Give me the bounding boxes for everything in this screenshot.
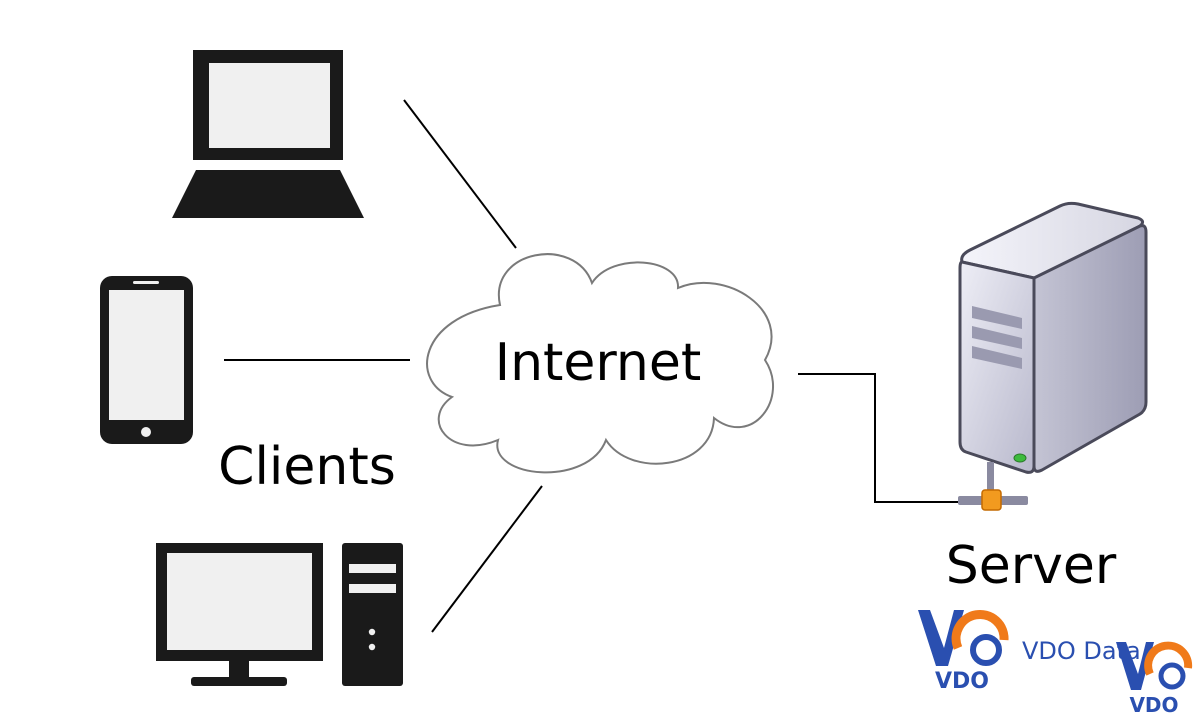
cloud-icon (426, 253, 775, 474)
link-internet-server (798, 373, 960, 503)
network-connector-icon (958, 462, 1028, 511)
vdo-logo-icon: VDO (918, 610, 1009, 694)
internet-label: Internet (495, 333, 701, 393)
server-icon (958, 201, 1148, 474)
desktop-computer-icon (156, 543, 403, 686)
connection-lines (224, 99, 960, 633)
link-desktop-internet (431, 485, 543, 633)
computer-tower (342, 543, 403, 686)
logo-text: VDO (1129, 693, 1178, 717)
vdo-logo-icon: VDO (1116, 641, 1193, 717)
link-laptop-internet (403, 99, 517, 249)
smartphone-icon (100, 276, 193, 444)
laptop-icon (172, 50, 364, 218)
server-label: Server (946, 536, 1117, 596)
logo-text: VDO (935, 669, 989, 694)
server-power-led (1013, 453, 1027, 463)
clients-label: Clients (218, 437, 396, 497)
server-drive-bays (972, 306, 1022, 369)
